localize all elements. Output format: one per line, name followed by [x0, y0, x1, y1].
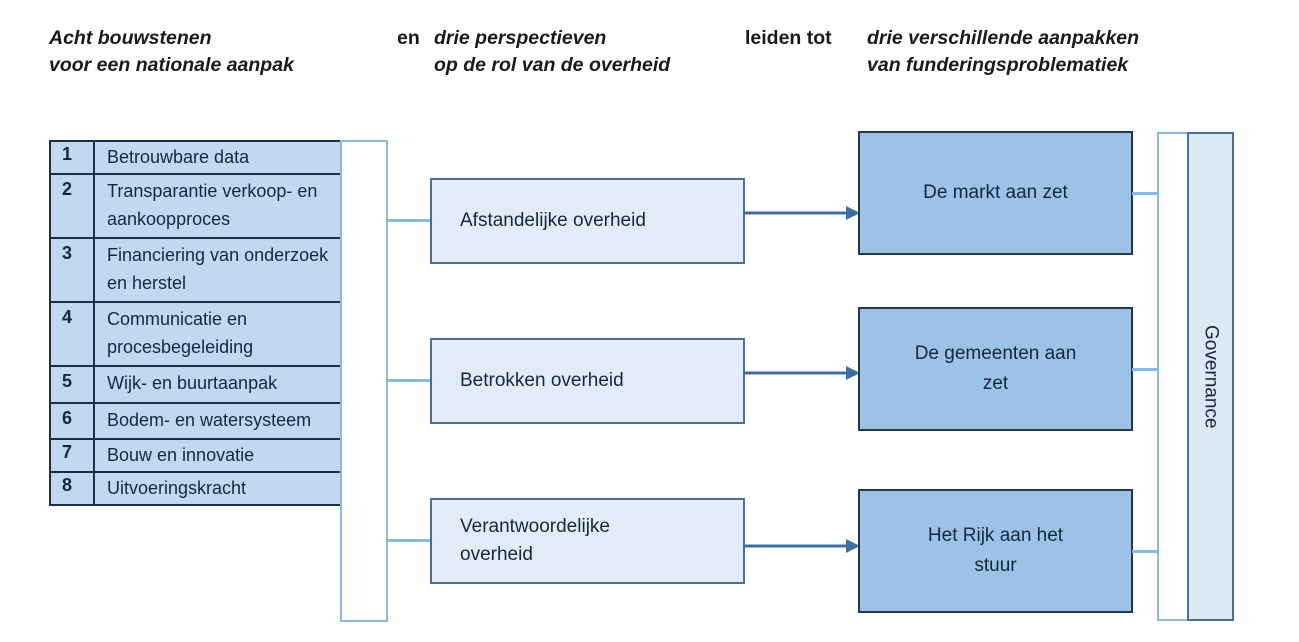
perspective-box-label: Betrokken overheid	[460, 370, 624, 391]
table-cell-label: Uitvoeringskracht	[107, 478, 247, 498]
connector-bracket-to-perspective-2	[387, 379, 431, 382]
table-row: 2 Transparantie verkoop- en aankoopproce…	[51, 175, 340, 239]
connector-approach-1-to-governance	[1132, 192, 1159, 195]
table-cell-label: Betrouwbare data	[107, 147, 250, 167]
arrow-perspective-3-to-approach-3	[745, 539, 860, 553]
table-cell-number: 6	[51, 403, 95, 438]
table-row: 5 Wijk- en buurtaanpak	[51, 367, 340, 404]
connector-bracket-to-perspective-1	[387, 219, 431, 222]
table-row: 8 Uitvoeringskracht	[51, 473, 340, 504]
table-cell-number: 3	[51, 239, 95, 301]
table-row: 6 Bodem- en watersysteem	[51, 403, 340, 440]
header-connector-en: en	[397, 27, 420, 49]
header-column-3-title: drie verschillende aanpakken van funderi…	[867, 27, 1140, 76]
table-cell-number: 4	[51, 303, 95, 365]
perspective-box-verantwoordelijke-overheid: Verantwoordelijke overheid	[430, 498, 745, 584]
header-column-1-title: Acht bouwstenen voor een nationale aanpa…	[49, 27, 294, 76]
table-row: 4 Communicatie en procesbegeleiding	[51, 303, 340, 367]
table-cell-number: 7	[51, 440, 95, 471]
approach-box-label: De markt aan zet	[923, 182, 1068, 203]
approach-box-label: De gemeenten aan zet	[914, 343, 1077, 394]
perspective-box-afstandelijke-overheid: Afstandelijke overheid	[430, 178, 745, 264]
table-cell-label: Wijk- en buurtaanpak	[107, 373, 278, 393]
connector-bracket-to-perspective-3	[387, 539, 431, 542]
governance-box: Governance	[1187, 132, 1234, 621]
table-row: 1 Betrouwbare data	[51, 142, 340, 175]
table-cell-number: 1	[51, 142, 95, 173]
table-cell-number: 8	[51, 473, 95, 504]
building-blocks-table: 1 Betrouwbare data 2 Transparantie verko…	[49, 140, 342, 506]
governance-label: Governance	[1200, 324, 1222, 429]
connector-approach-2-to-governance	[1132, 368, 1159, 371]
table-cell-label: Bodem- en watersysteem	[107, 409, 312, 430]
approach-box-label: Het Rijk aan het stuur	[927, 525, 1064, 576]
table-row: 3 Financiering van onderzoek en herstel	[51, 239, 340, 303]
connector-approach-3-to-governance	[1132, 550, 1159, 553]
perspective-box-label: Afstandelijke overheid	[460, 210, 646, 231]
perspective-box-betrokken-overheid: Betrokken overheid	[430, 338, 745, 424]
arrow-perspective-1-to-approach-1	[745, 206, 860, 220]
table-row: 7 Bouw en innovatie	[51, 440, 340, 473]
arrow-perspective-2-to-approach-2	[745, 366, 860, 380]
building-blocks-bracket	[340, 140, 388, 622]
header-column-2-title: drie perspectieven op de rol van de over…	[434, 27, 671, 76]
table-cell-label: Communicatie en procesbegeleiding	[107, 309, 254, 357]
table-cell-label: Bouw en innovatie	[107, 445, 255, 465]
table-cell-label: Financiering van onderzoek en herstel	[107, 245, 329, 293]
approach-box-de-markt-aan-zet: De markt aan zet	[858, 131, 1133, 255]
approach-box-de-gemeenten-aan-zet: De gemeenten aan zet	[858, 307, 1133, 431]
header-connector-leiden-tot: leiden tot	[745, 27, 832, 49]
table-cell-number: 2	[51, 175, 95, 237]
perspective-box-label: Verantwoordelijke overheid	[460, 516, 610, 565]
table-cell-number: 5	[51, 367, 95, 402]
table-cell-label: Transparantie verkoop- en aankoopproces	[107, 181, 318, 229]
approach-box-het-rijk-aan-het-stuur: Het Rijk aan het stuur	[858, 489, 1133, 613]
approaches-bracket	[1157, 132, 1189, 621]
